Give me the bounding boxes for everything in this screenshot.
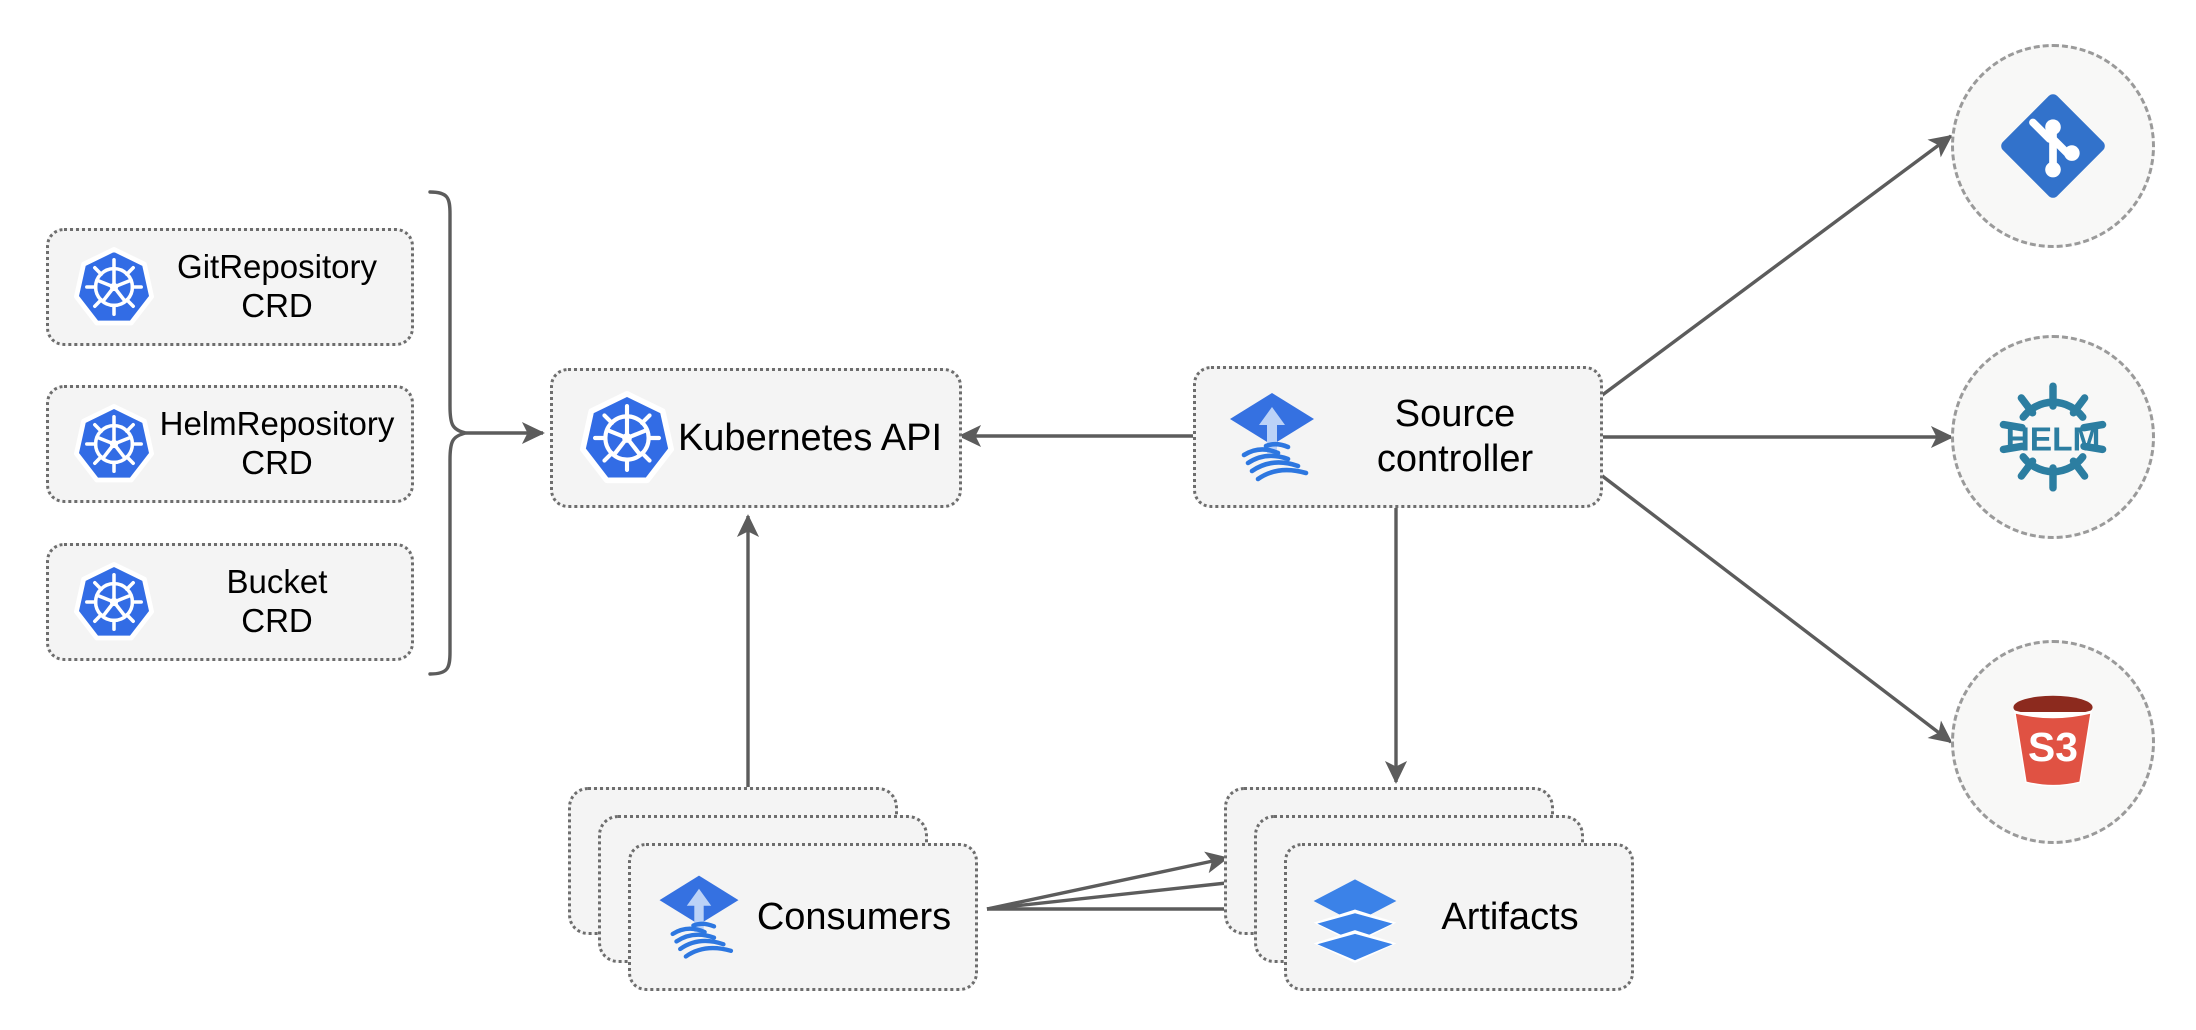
helm-icon: HELM bbox=[1991, 375, 2115, 499]
edge-consumers-to-artifacts-2 bbox=[986, 871, 1256, 911]
artifacts-label: Artifacts bbox=[1441, 895, 1579, 938]
git-icon bbox=[1994, 87, 2112, 205]
source-circle-git[interactable] bbox=[1951, 44, 2155, 248]
crd-box-helmrepository[interactable]: HelmRepository CRD bbox=[46, 385, 414, 503]
source-circle-helm[interactable]: HELM bbox=[1951, 335, 2155, 539]
crd-box-bucket[interactable]: Bucket CRD bbox=[46, 543, 414, 661]
crd-label: HelmRepository CRD bbox=[159, 405, 395, 481]
consumers-label: Consumers bbox=[756, 895, 952, 938]
consumers-stack: Consumers bbox=[568, 787, 978, 992]
layers-icon bbox=[1307, 869, 1403, 965]
source-controller-label: Source controller bbox=[1376, 393, 1534, 480]
flux-icon bbox=[651, 869, 747, 965]
kubernetes-api-label: Kubernetes API bbox=[677, 416, 943, 459]
s3-bucket-icon: S3 bbox=[1993, 682, 2113, 802]
source-controller-box[interactable]: Source controller bbox=[1193, 366, 1603, 508]
crd-label: Bucket CRD bbox=[226, 563, 328, 639]
edge-source-controller-to-git bbox=[1599, 134, 1953, 398]
kubernetes-icon bbox=[71, 401, 157, 487]
kubernetes-icon bbox=[579, 390, 675, 486]
kubernetes-icon bbox=[71, 559, 157, 645]
edge-source-controller-to-s3 bbox=[1599, 473, 1953, 744]
kubernetes-api-box[interactable]: Kubernetes API bbox=[550, 368, 962, 508]
helm-wordmark: HELM bbox=[2006, 422, 2101, 459]
s3-wordmark: S3 bbox=[2028, 724, 2078, 770]
crd-group-brace bbox=[428, 190, 467, 676]
artifacts-stack: Artifacts bbox=[1224, 787, 1634, 992]
flux-icon bbox=[1220, 385, 1324, 489]
kubernetes-icon bbox=[71, 244, 157, 330]
edge-consumers-to-artifacts-1 bbox=[986, 851, 1229, 911]
crd-label: GitRepository CRD bbox=[177, 248, 377, 324]
artifacts-box[interactable]: Artifacts bbox=[1284, 843, 1634, 991]
source-circle-s3[interactable]: S3 bbox=[1951, 640, 2155, 844]
crd-box-gitrepository[interactable]: GitRepository CRD bbox=[46, 228, 414, 346]
consumers-box[interactable]: Consumers bbox=[628, 843, 978, 991]
